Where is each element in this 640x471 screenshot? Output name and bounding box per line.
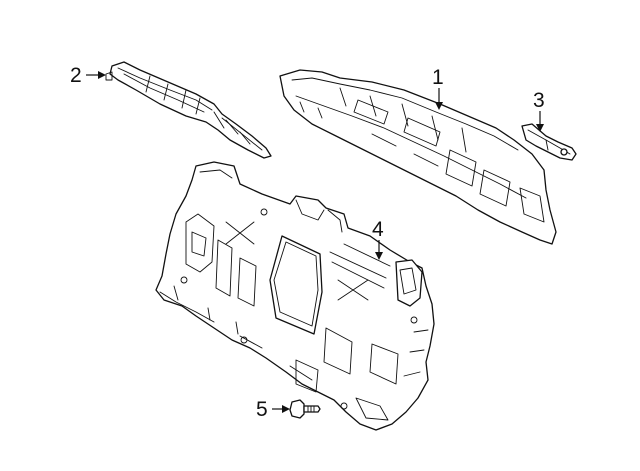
part-4-dash-panel: [155, 161, 435, 431]
callout-4-arrowhead: [375, 252, 383, 260]
callout-5: 5: [256, 398, 290, 421]
callout-2-label: 2: [70, 64, 82, 87]
part-2-insulator-strip: [105, 61, 272, 159]
callout-1: 1: [432, 66, 444, 110]
callout-5-arrowhead: [282, 405, 290, 413]
callout-4: 4: [372, 218, 384, 260]
part-1-dash-insulator: [279, 69, 557, 245]
callout-4-label: 4: [372, 218, 384, 241]
callout-2-arrowhead: [98, 71, 106, 79]
callout-3-arrowhead: [536, 124, 544, 132]
callout-2: 2: [70, 64, 106, 87]
callout-1-arrowhead: [435, 102, 443, 110]
callout-3: 3: [533, 89, 545, 132]
callout-1-label: 1: [432, 66, 444, 89]
callout-3-label: 3: [533, 89, 545, 112]
part-5-bolt: [289, 399, 321, 419]
callout-5-label: 5: [256, 398, 268, 421]
part-3-bracket: [521, 123, 577, 161]
